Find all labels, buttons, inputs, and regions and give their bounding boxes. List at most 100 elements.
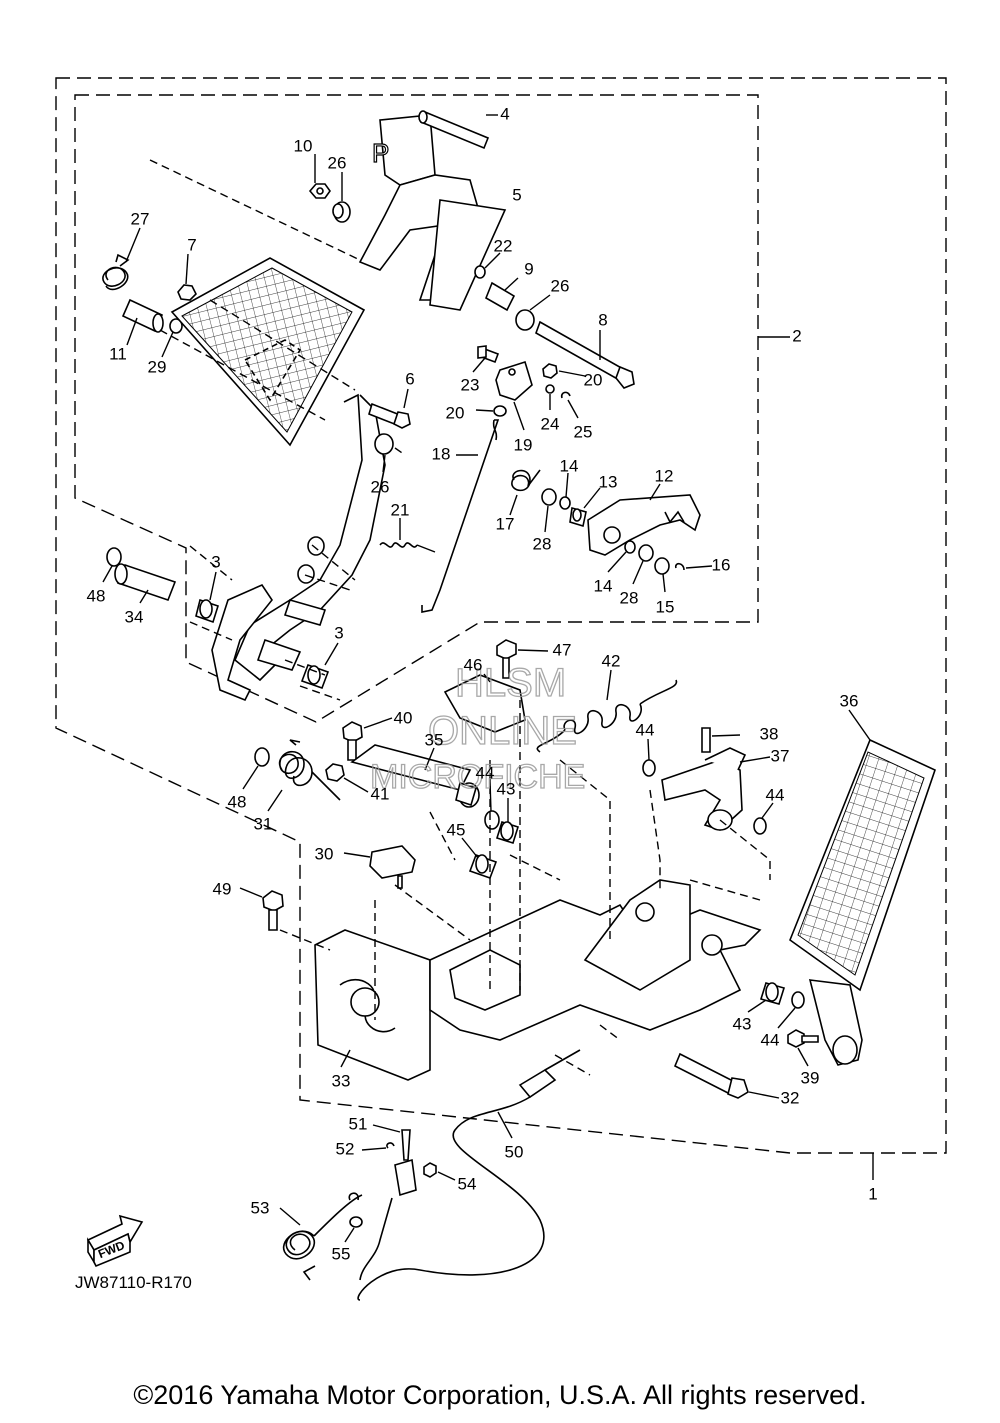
callout-31: 31 [254,814,273,833]
shaft-35 [350,744,480,808]
pin-4 [418,110,490,150]
collar-22 [474,265,486,279]
callout-23: 23 [461,375,480,394]
nut-7 [177,284,197,301]
o-ring-48-top [106,547,122,567]
ratchet-12 [587,494,701,556]
bolt-40 [342,721,363,761]
washer-28-top [541,488,557,506]
pin-51 [401,1129,411,1161]
washer-14-top [559,496,571,510]
callout-27: 27 [131,209,150,228]
collar-13 [569,506,587,528]
callout-17: 17 [496,514,515,533]
collar-9 [484,281,516,312]
callout-3: 3 [211,552,220,571]
bolt-49 [262,890,284,931]
callout-44d: 44 [761,1030,780,1049]
callout-18: 18 [432,444,451,463]
spring-clip-54 [348,1192,359,1201]
washer-24 [545,384,555,394]
copyright-notice: ©2016 Yamaha Motor Corporation, U.S.A. A… [133,1380,867,1410]
collar-26-middle [374,433,394,455]
callout-40: 40 [394,708,413,727]
callout-47: 47 [553,640,572,659]
bolt-47 [496,639,517,679]
watermark-line-1: HLSM [455,661,566,705]
watermark: HLSM ONLINE MICROFICHE [369,660,586,796]
brake-pedal-arm [211,393,386,702]
o-ring-44-bottom [791,991,805,1009]
callout-14: 14 [560,456,579,475]
callout-12: 12 [655,466,674,485]
parking-brake-lever: P [358,114,507,311]
callout-53: 53 [251,1198,270,1217]
collar-43-top [495,820,520,845]
callout-3b: 3 [334,623,343,642]
callout-30: 30 [315,844,334,863]
callout-19: 19 [514,435,533,454]
callout-28: 28 [533,534,552,553]
callout-34: 34 [125,607,144,626]
callout-44c: 44 [766,785,785,804]
callout-43: 43 [497,779,516,798]
cap-30 [369,845,416,889]
callout-26b: 26 [551,276,570,295]
callout-20: 20 [584,370,603,389]
clevis-linkage [394,1158,417,1197]
callout-7: 7 [187,235,196,254]
callout-21: 21 [391,500,410,519]
accelerator-pedal-36 [789,738,936,1066]
spring-42 [536,679,678,753]
o-ring-44-left [484,810,500,830]
callout-5: 5 [512,185,521,204]
diagram-code: JW87110-R170 [75,1273,192,1292]
nut-54 [423,1162,437,1178]
assembly-boundary-brake [74,94,759,723]
assembly-guides [149,159,771,1076]
bolt-23 [477,345,500,364]
callout-32: 32 [781,1088,800,1107]
callout-43b: 43 [733,1014,752,1033]
lever-37 [661,747,747,831]
callout-2: 2 [792,326,801,345]
spring-17 [511,469,541,492]
callout-29: 29 [148,357,167,376]
collar-26-right [515,309,535,331]
callout-20b: 20 [446,403,465,422]
callout-52: 52 [336,1139,355,1158]
callout-24: 24 [541,414,560,433]
watermark-line-3: MICROFICHE [370,758,585,796]
bolt-39 [787,1029,819,1048]
collar-20-left [493,405,507,417]
bracket-46 [443,674,526,733]
callout-48: 48 [87,586,106,605]
fwd-arrow-icon: FWD [86,1214,144,1268]
callout-6: 6 [405,369,414,388]
o-ring-44-right [753,817,767,835]
callout-42: 42 [602,651,621,670]
bolt-32 [673,1052,749,1099]
clip-16 [674,562,685,571]
callout-55: 55 [332,1244,351,1263]
collar-26-top [332,201,351,223]
pedal-bushings [256,536,327,671]
bolt-6 [368,402,411,429]
callout-13: 13 [599,472,618,491]
callout-10: 10 [294,136,313,155]
washer-14-bottom [624,540,636,554]
bushing-3-left [195,598,219,624]
washer-55 [349,1216,363,1228]
callout-22: 22 [494,236,513,255]
callout-28b: 28 [620,588,639,607]
pedal-base-bracket-33 [314,879,762,1081]
callout-51: 51 [349,1114,368,1133]
callout-50: 50 [505,1142,524,1161]
o-ring-44-upper [642,759,656,777]
bolt-8 [535,320,635,389]
bushing-3-right [300,663,330,690]
callout-41: 41 [371,784,390,803]
callout-25: 25 [574,422,593,441]
park-letter: P [372,138,389,168]
